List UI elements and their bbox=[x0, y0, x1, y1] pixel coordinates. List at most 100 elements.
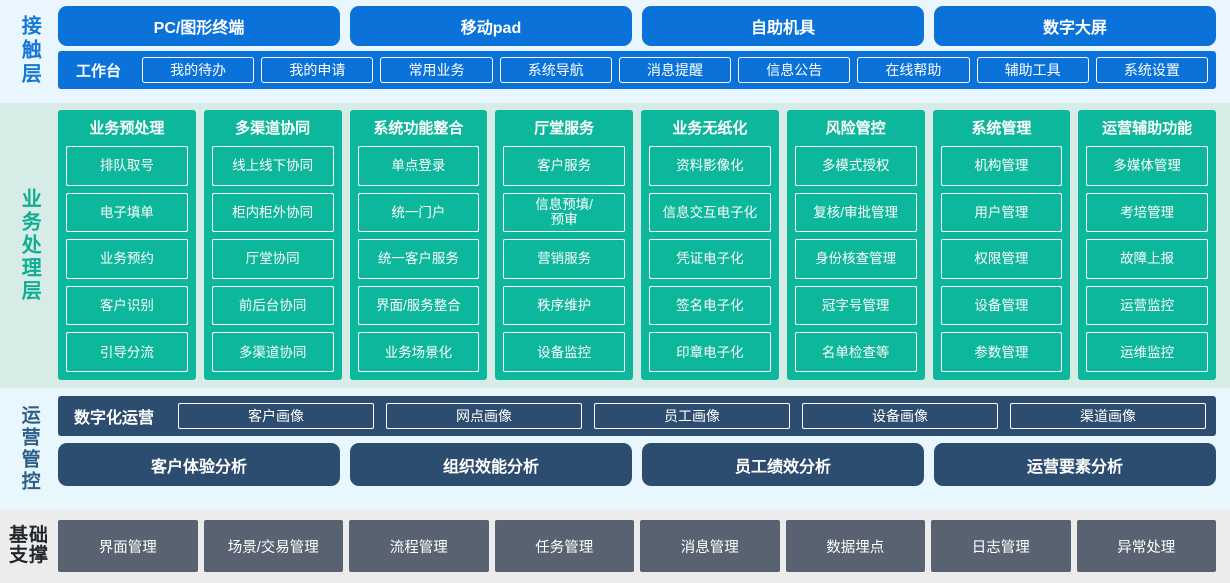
business-item[interactable]: 电子填单 bbox=[66, 192, 188, 233]
portrait-employee[interactable]: 员工画像 bbox=[594, 403, 791, 429]
foundation-row: 界面管理 场景/交易管理 流程管理 任务管理 消息管理 数据埋点 日志管理 异常… bbox=[58, 520, 1216, 572]
foundation-item-message-management[interactable]: 消息管理 bbox=[640, 520, 780, 572]
business-item[interactable]: 客户识别 bbox=[66, 285, 188, 326]
business-column-items: 排队取号 电子填单 业务预约 客户识别 引导分流 bbox=[66, 146, 188, 372]
business-item[interactable]: 权限管理 bbox=[940, 239, 1063, 279]
business-item[interactable]: 秩序维护 bbox=[503, 285, 625, 326]
foundation-item-scene-transaction[interactable]: 场景/交易管理 bbox=[203, 520, 343, 572]
business-item[interactable]: 多渠道协同 bbox=[211, 332, 334, 372]
business-column-preprocessing: 业务预处理 排队取号 电子填单 业务预约 客户识别 引导分流 bbox=[58, 110, 196, 380]
business-item[interactable]: 线上线下协同 bbox=[211, 146, 334, 186]
business-item[interactable]: 签名电子化 bbox=[649, 285, 771, 326]
business-column-title: 厅堂服务 bbox=[534, 120, 595, 137]
business-item[interactable]: 业务预约 bbox=[66, 239, 188, 279]
business-item[interactable]: 故障上报 bbox=[1086, 239, 1208, 279]
workbench-item-system-settings[interactable]: 系统设置 bbox=[1095, 57, 1208, 83]
portrait-customer[interactable]: 客户画像 bbox=[178, 403, 375, 429]
business-item[interactable]: 资料影像化 bbox=[649, 146, 771, 186]
business-item[interactable]: 信息预填/ 预审 bbox=[503, 192, 625, 233]
business-item[interactable]: 复核/审批管理 bbox=[794, 192, 917, 233]
business-column-items: 单点登录 统一门户 统一客户服务 界面/服务整合 业务场景化 bbox=[357, 146, 480, 372]
layer-business: 业务处理层 业务预处理 排队取号 电子填单 业务预约 客户识别 引导分流 多渠道… bbox=[0, 103, 1230, 388]
layer-label-operations-text: 运营管控 bbox=[18, 404, 40, 493]
workbench-item-my-application[interactable]: 我的申请 bbox=[261, 57, 374, 83]
business-column-paperless: 业务无纸化 资料影像化 信息交互电子化 凭证电子化 签名电子化 印章电子化 bbox=[641, 110, 779, 380]
layer-label-business: 业务处理层 bbox=[0, 110, 58, 380]
portrait-device[interactable]: 设备画像 bbox=[802, 403, 999, 429]
business-column-items: 客户服务 信息预填/ 预审 营销服务 秩序维护 设备监控 bbox=[503, 146, 625, 372]
business-item[interactable]: 名单检查等 bbox=[794, 332, 917, 372]
portrait-branch[interactable]: 网点画像 bbox=[386, 403, 583, 429]
layer-contact-body: PC/图形终端 移动pad 自助机具 数字大屏 工作台 我的待办 我的申请 常用… bbox=[58, 6, 1230, 95]
analysis-organization-efficiency[interactable]: 组织效能分析 bbox=[350, 443, 632, 486]
digital-operations-title: 数字化运营 bbox=[74, 410, 155, 427]
business-item[interactable]: 排队取号 bbox=[66, 146, 188, 186]
workbench-item-my-todo[interactable]: 我的待办 bbox=[142, 57, 255, 83]
workbench-item-common-business[interactable]: 常用业务 bbox=[380, 57, 493, 83]
business-item[interactable]: 信息交互电子化 bbox=[649, 192, 771, 233]
layer-operations-body: 数字化运营 客户画像 网点画像 员工画像 设备画像 渠道画像 客户体验分析 组织… bbox=[58, 396, 1230, 501]
business-column-title: 业务预处理 bbox=[89, 120, 165, 137]
business-item[interactable]: 参数管理 bbox=[940, 332, 1063, 372]
channel-pc[interactable]: PC/图形终端 bbox=[58, 6, 340, 46]
business-item[interactable]: 身份核查管理 bbox=[794, 239, 917, 279]
analysis-employee-performance[interactable]: 员工绩效分析 bbox=[642, 443, 924, 486]
business-column-title: 风险管控 bbox=[825, 120, 886, 137]
business-item[interactable]: 多媒体管理 bbox=[1086, 146, 1208, 186]
business-item[interactable]: 设备监控 bbox=[503, 332, 625, 372]
foundation-item-ui-management[interactable]: 界面管理 bbox=[58, 520, 198, 572]
business-item[interactable]: 统一客户服务 bbox=[357, 239, 480, 279]
business-column-multichannel: 多渠道协同 线上线下协同 柜内柜外协同 厅堂协同 前后台协同 多渠道协同 bbox=[203, 110, 342, 380]
layer-foundation: 基础支撑 界面管理 场景/交易管理 流程管理 任务管理 消息管理 数据埋点 日志… bbox=[0, 510, 1230, 583]
layer-label-foundation: 基础支撑 bbox=[0, 520, 58, 572]
business-item[interactable]: 柜内柜外协同 bbox=[211, 192, 334, 233]
foundation-item-log-management[interactable]: 日志管理 bbox=[931, 520, 1071, 572]
channel-row: PC/图形终端 移动pad 自助机具 数字大屏 bbox=[58, 6, 1216, 46]
portrait-channel[interactable]: 渠道画像 bbox=[1010, 403, 1207, 429]
foundation-item-task-management[interactable]: 任务管理 bbox=[494, 520, 634, 572]
workbench-item-aux-tools[interactable]: 辅助工具 bbox=[976, 57, 1089, 83]
workbench-item-message-alert[interactable]: 消息提醒 bbox=[618, 57, 732, 83]
business-column-ops-support: 运营辅助功能 多媒体管理 考培管理 故障上报 运营监控 运维监控 bbox=[1078, 110, 1216, 380]
workbench-item-announcement[interactable]: 信息公告 bbox=[738, 57, 851, 83]
business-item[interactable]: 厅堂协同 bbox=[211, 239, 334, 279]
layer-operations: 运营管控 数字化运营 客户画像 网点画像 员工画像 设备画像 渠道画像 客户体验… bbox=[0, 388, 1230, 510]
foundation-item-data-tracking[interactable]: 数据埋点 bbox=[785, 520, 925, 572]
business-item[interactable]: 前后台协同 bbox=[211, 285, 334, 326]
business-item[interactable]: 设备管理 bbox=[940, 285, 1063, 326]
business-item[interactable]: 客户服务 bbox=[503, 146, 625, 186]
business-item[interactable]: 冠字号管理 bbox=[794, 285, 917, 326]
layer-label-foundation-text: 基础支撑 bbox=[8, 525, 49, 566]
foundation-item-process-management[interactable]: 流程管理 bbox=[349, 520, 489, 572]
foundation-item-exception-handling[interactable]: 异常处理 bbox=[1076, 520, 1216, 572]
layer-foundation-body: 界面管理 场景/交易管理 流程管理 任务管理 消息管理 数据埋点 日志管理 异常… bbox=[58, 520, 1230, 572]
business-column-risk-control: 风险管控 多模式授权 复核/审批管理 身份核查管理 冠字号管理 名单检查等 bbox=[786, 110, 925, 380]
business-item[interactable]: 凭证电子化 bbox=[649, 239, 771, 279]
workbench-item-system-navigation[interactable]: 系统导航 bbox=[499, 57, 612, 83]
business-column-title: 业务无纸化 bbox=[672, 120, 748, 137]
business-item[interactable]: 界面/服务整合 bbox=[357, 285, 480, 326]
business-item[interactable]: 单点登录 bbox=[357, 146, 480, 186]
business-item[interactable]: 机构管理 bbox=[940, 146, 1063, 186]
business-item[interactable]: 业务场景化 bbox=[357, 332, 480, 372]
layer-label-contact-text: 接触层 bbox=[18, 14, 41, 87]
business-item[interactable]: 用户管理 bbox=[940, 192, 1063, 233]
business-item[interactable]: 运营监控 bbox=[1086, 285, 1208, 326]
business-item[interactable]: 统一门户 bbox=[357, 192, 480, 233]
business-item[interactable]: 营销服务 bbox=[503, 239, 625, 279]
channel-digital-screen[interactable]: 数字大屏 bbox=[934, 6, 1216, 46]
business-item[interactable]: 多模式授权 bbox=[794, 146, 917, 186]
layer-business-body: 业务预处理 排队取号 电子填单 业务预约 客户识别 引导分流 多渠道协同 线上线… bbox=[58, 110, 1230, 380]
analysis-operation-elements[interactable]: 运营要素分析 bbox=[934, 443, 1216, 486]
channel-self-service[interactable]: 自助机具 bbox=[642, 6, 924, 46]
business-item[interactable]: 引导分流 bbox=[66, 332, 188, 372]
business-item[interactable]: 考培管理 bbox=[1086, 192, 1208, 233]
layer-label-business-text: 业务处理层 bbox=[18, 187, 41, 303]
business-item[interactable]: 印章电子化 bbox=[649, 332, 771, 372]
analysis-customer-experience[interactable]: 客户体验分析 bbox=[58, 443, 340, 486]
business-item[interactable]: 运维监控 bbox=[1086, 332, 1208, 372]
workbench-item-online-help[interactable]: 在线帮助 bbox=[857, 57, 970, 83]
layer-contact: 接触层 PC/图形终端 移动pad 自助机具 数字大屏 工作台 我的待办 我的申… bbox=[0, 0, 1230, 103]
channel-mobile-pad[interactable]: 移动pad bbox=[350, 6, 632, 46]
